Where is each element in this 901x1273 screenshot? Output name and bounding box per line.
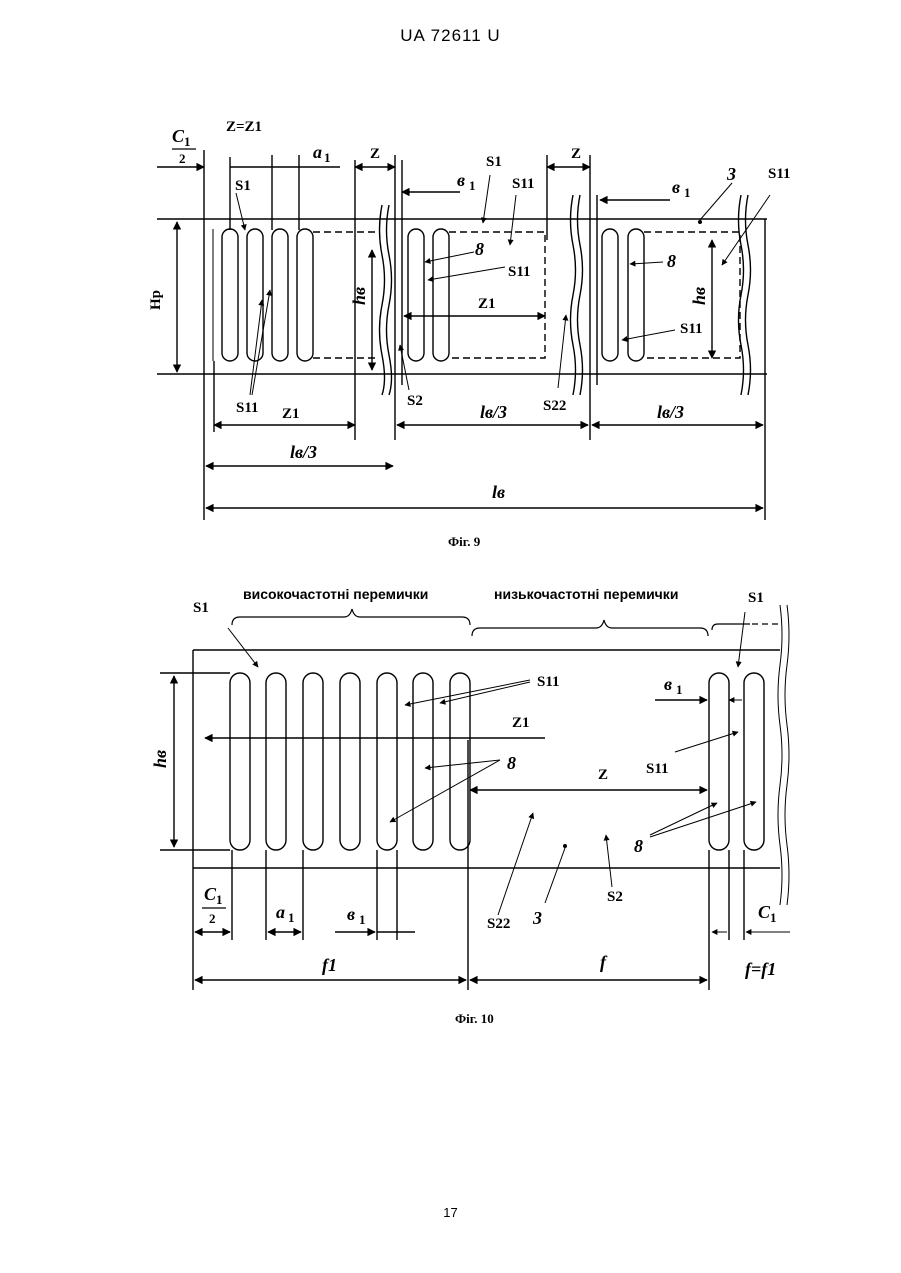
s11-top-label: S11 [537, 674, 560, 690]
f1-label: f1 [322, 955, 337, 975]
s1-left-label: S1 [235, 178, 251, 194]
part-3-label: 3 [532, 908, 542, 928]
page-number: 17 [0, 1205, 901, 1220]
figure-10 [160, 605, 790, 990]
c1-denominator: 2 [179, 151, 186, 166]
part-8-right-label: 8 [667, 251, 676, 271]
high-frequency-jumpers-title: високочастотні перемички [243, 586, 428, 602]
part-8-mid-label: 8 [507, 753, 516, 773]
s11-right-label: S11 [646, 761, 669, 777]
f-equals-f1-label: f=f1 [745, 959, 776, 979]
s1-left-label: S1 [193, 600, 209, 616]
z-left-label: Z [370, 146, 380, 162]
z-label: Z [598, 767, 608, 783]
b1-bottom-label: в [347, 904, 355, 924]
s2-label: S2 [407, 393, 423, 409]
b1-mid-subscript: 1 [469, 178, 476, 193]
s11-right-label: S11 [680, 321, 703, 337]
z-equals-z1: Z=Z1 [226, 119, 262, 135]
c1-denominator: 2 [209, 911, 216, 926]
s2-label: S2 [607, 889, 623, 905]
s22-label: S22 [487, 916, 510, 932]
lb3-mid-label: lв/3 [480, 402, 507, 422]
a1-label: a [276, 902, 285, 922]
figure-10-labels: високочастотні перемички низькочастотні … [150, 586, 777, 1026]
s11-top-mid-label: S11 [512, 176, 535, 192]
part-8-mid-label: 8 [475, 239, 484, 259]
lb-total-label: lв [492, 482, 505, 502]
c1-right-subscript: 1 [770, 910, 777, 925]
a1-label: a [313, 142, 322, 162]
a1-subscript: 1 [324, 150, 331, 165]
low-frequency-jumpers-title: низькочастотні перемички [494, 586, 678, 602]
z-right-label: Z [571, 146, 581, 162]
figure-10-caption: Фіг. 10 [455, 1011, 494, 1026]
c1-subscript: 1 [216, 892, 223, 907]
s22-label: S22 [543, 398, 566, 414]
hb-right-label: hв [689, 287, 709, 305]
a1-subscript: 1 [288, 910, 295, 925]
z1-bottom-label: Z1 [282, 406, 300, 422]
z1-mid-label: Z1 [478, 296, 496, 312]
z1-label: Z1 [512, 715, 530, 731]
point-3-fig10 [563, 844, 567, 848]
hp-label: Hp [148, 290, 164, 310]
part-8-right-label: 8 [634, 836, 643, 856]
f-label: f [600, 952, 608, 972]
figure-9-caption: Фіг. 9 [448, 534, 481, 549]
lb3-left-label: lв/3 [290, 442, 317, 462]
s1-right-label: S1 [748, 590, 764, 606]
figure-9-labels: C 1 2 Z=Z1 a 1 Z Z в 1 в 1 S1 S1 S11 S11… [148, 119, 791, 549]
c1-subscript: 1 [184, 134, 191, 149]
s11-bottom-left-label: S11 [236, 400, 259, 416]
he-label: hв [150, 750, 170, 768]
b1-bottom-subscript: 1 [359, 912, 366, 927]
lb3-right-label: lв/3 [657, 402, 684, 422]
s1-mid-label: S1 [486, 154, 502, 170]
part-3-label: 3 [726, 164, 736, 184]
b1-right-label: в [672, 177, 680, 197]
s11-top-right-label: S11 [768, 166, 791, 182]
b1-top-subscript: 1 [676, 682, 683, 697]
s11-mid-label: S11 [508, 264, 531, 280]
point-3-fig9 [698, 220, 702, 224]
b1-mid-label: в [457, 170, 465, 190]
figure-9 [157, 150, 770, 520]
hb-left-label: hв [349, 287, 369, 305]
b1-right-subscript: 1 [684, 185, 691, 200]
b1-top-label: в [664, 674, 672, 694]
